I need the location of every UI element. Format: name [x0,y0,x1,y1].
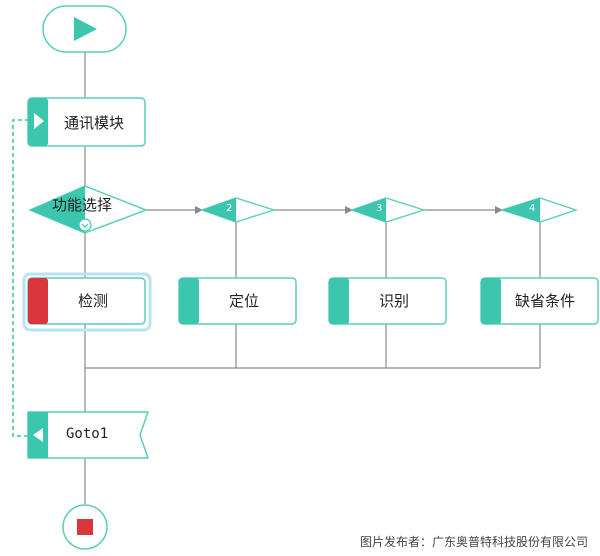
action-identify-node[interactable] [328,277,447,325]
comm-module-node[interactable] [27,97,146,147]
action-identify-label: 识别 [379,292,410,310]
action-locate-accent-bar [179,278,199,324]
end-node[interactable] [62,504,108,550]
branch-3-number: 3 [376,203,383,214]
decision-node[interactable] [28,185,149,234]
action-default-accent-bar [481,278,501,324]
selection-glow [22,272,152,332]
goto-label: Goto1 [66,426,109,442]
play-icon [74,17,97,41]
branch-3-node[interactable] [349,197,427,223]
branch-4-number: 4 [529,203,536,214]
publisher-credit: 图片发布者：广东奥普特科技股份有限公司 [359,535,588,549]
action-detect-label: 检测 [78,292,109,310]
connectors [84,52,541,504]
arrow-left-icon [33,428,43,442]
branch-2-number: 2 [226,203,233,214]
action-default-node[interactable] [480,277,599,325]
action-detect-node[interactable] [22,272,152,332]
action-locate-label: 定位 [229,292,260,310]
action-detect-accent-bar [28,278,48,324]
goto-node[interactable] [27,411,150,459]
decision-accent [30,186,85,233]
start-node[interactable] [42,5,127,53]
play-icon [34,113,44,129]
branch-4-node[interactable] [499,197,579,223]
action-default-label: 缺省条件 [515,292,576,310]
decision-label: 功能选择 [52,196,113,214]
goto-loop-connector [12,119,28,437]
expand-toggle[interactable] [78,218,92,232]
action-locate-node[interactable] [178,277,297,325]
action-identify-accent-bar [329,278,349,324]
chevron-down-icon [81,223,89,228]
branch-2-node[interactable] [199,197,277,223]
stop-icon [77,519,93,535]
comm-module-label: 通讯模块 [64,114,125,132]
